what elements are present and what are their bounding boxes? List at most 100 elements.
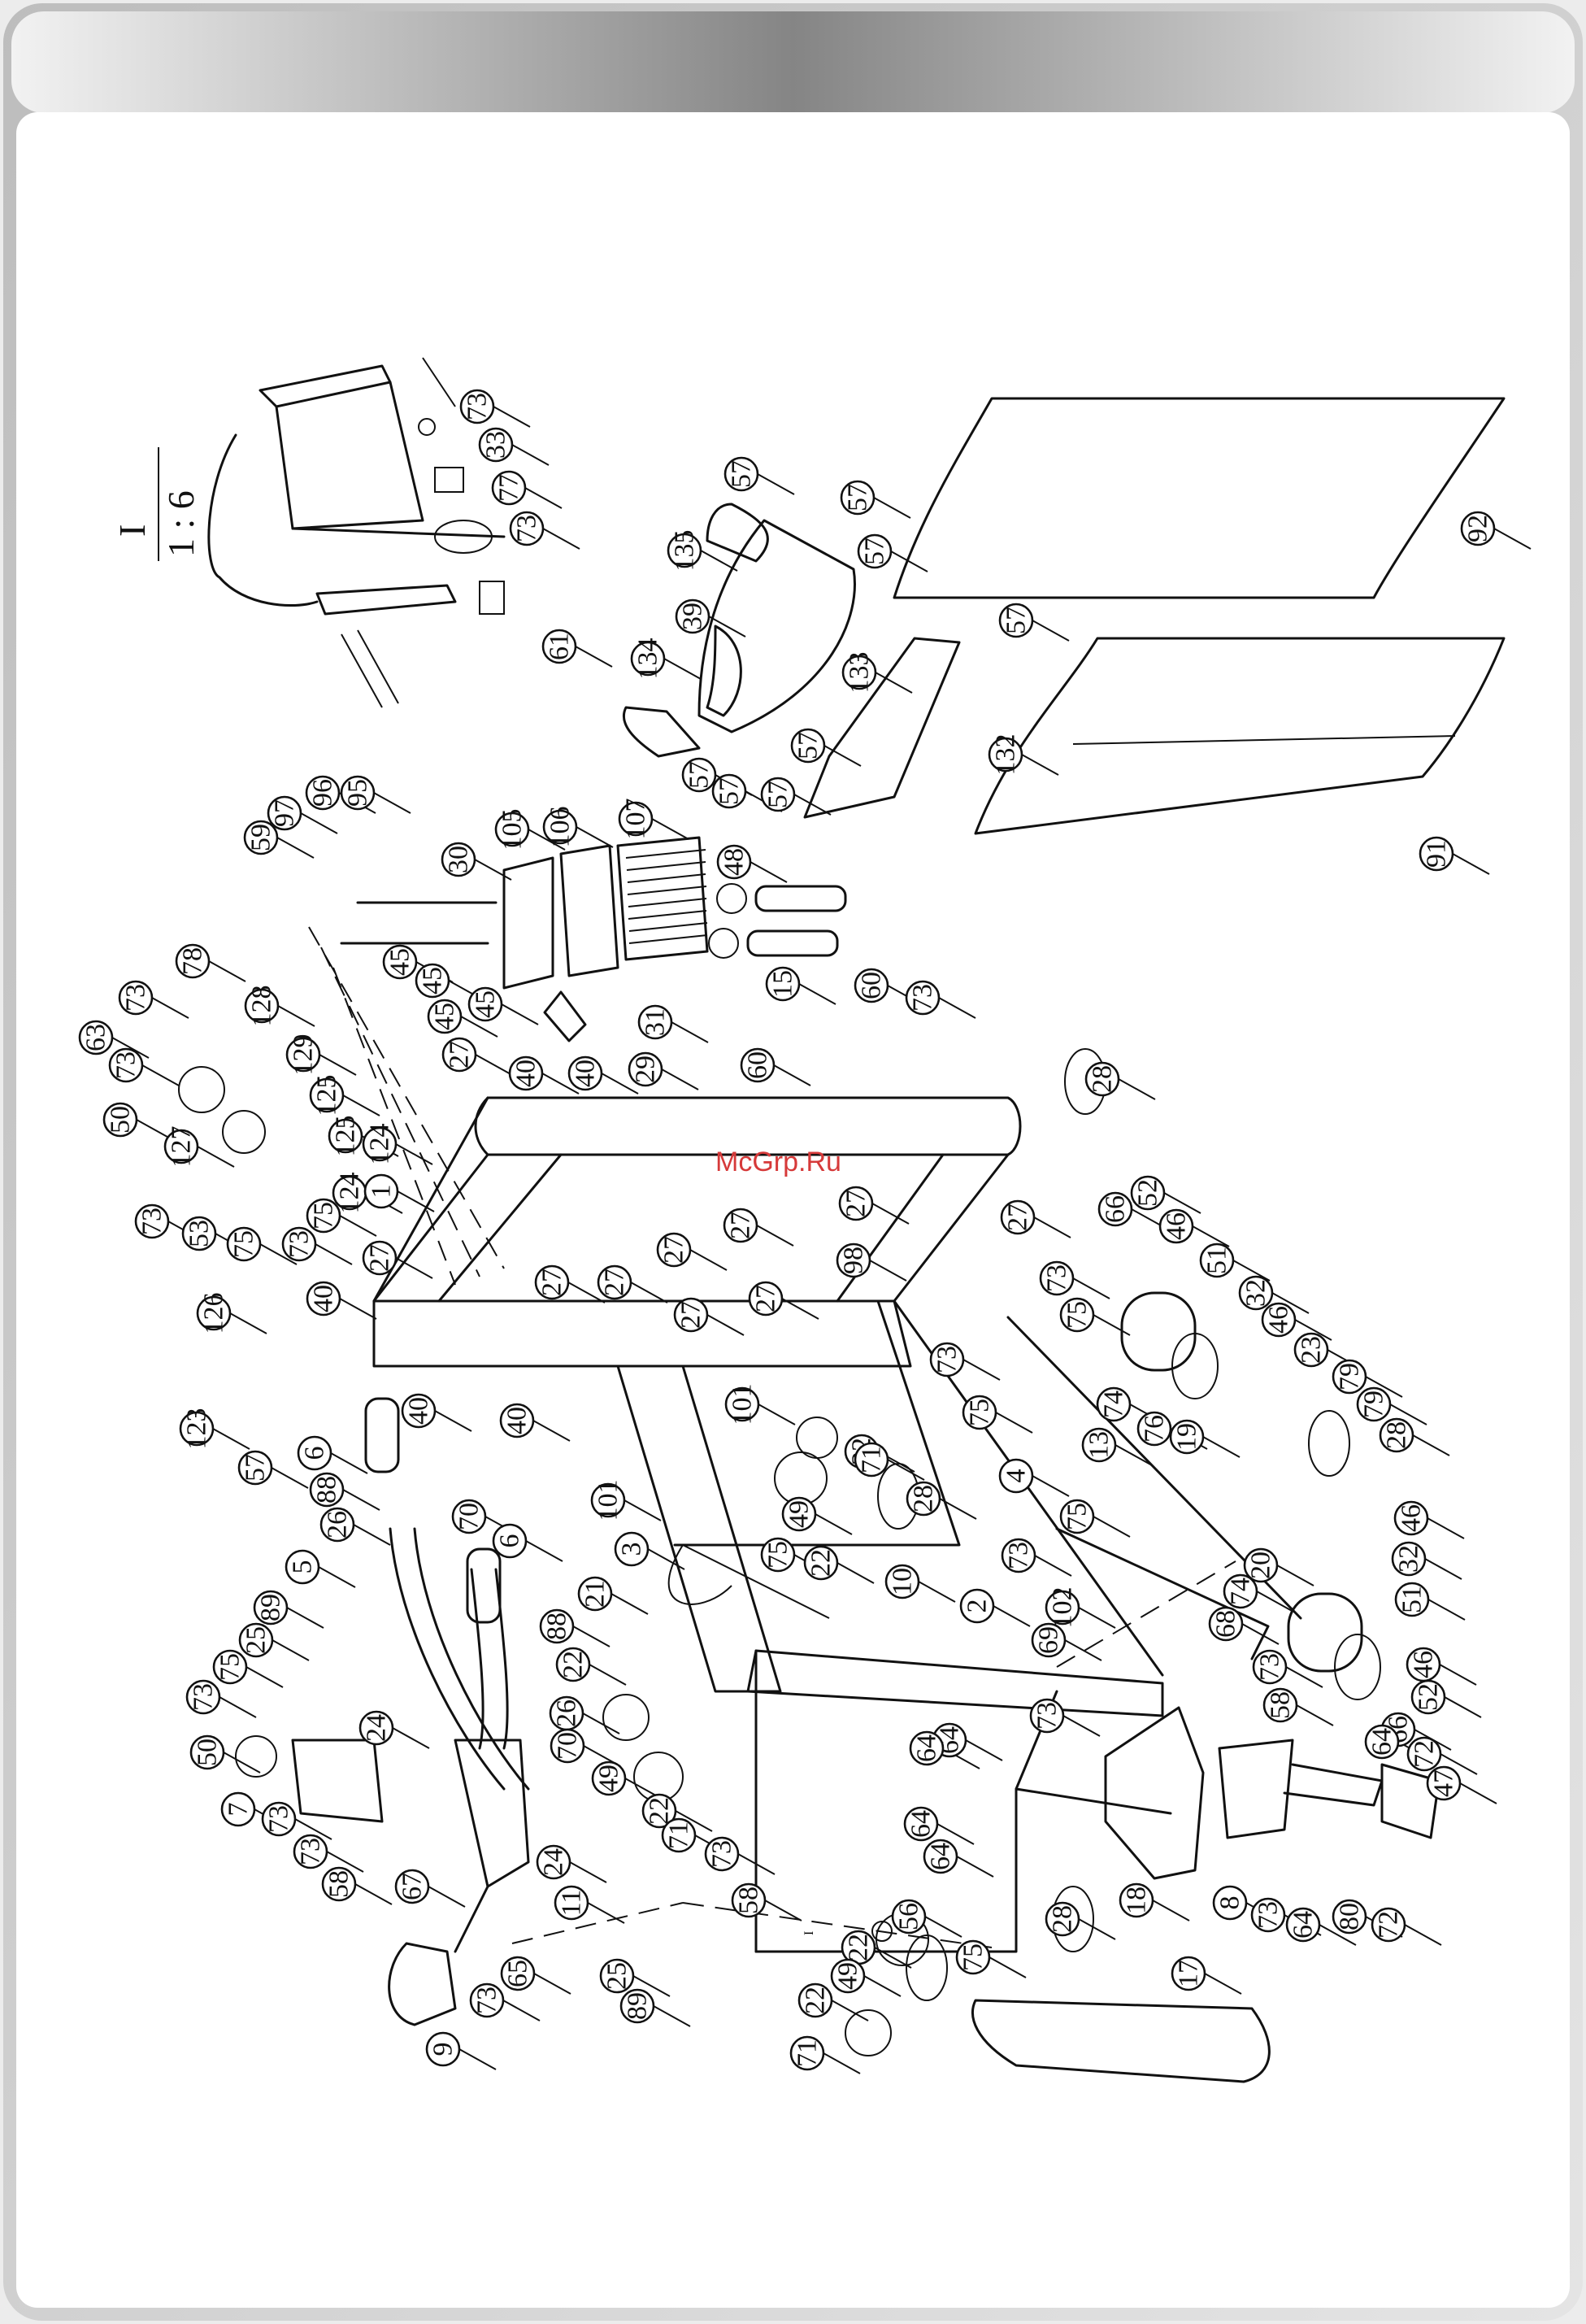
part-callout-40: 40 [401, 1393, 437, 1429]
callout-number: 27 [537, 1269, 567, 1296]
callout-circle [297, 1435, 332, 1471]
callout-number: 57 [1002, 607, 1032, 634]
part-callout-76: 76 [1136, 1411, 1172, 1447]
callout-circle [599, 1958, 635, 1994]
leader-line [428, 1886, 466, 1908]
leader-line [823, 745, 862, 767]
callout-number: 45 [430, 1003, 460, 1030]
leader-line [524, 487, 563, 509]
callout-circle [441, 842, 476, 877]
callout-circle [1059, 1499, 1095, 1534]
callout-circle [597, 1264, 632, 1300]
part-callout-73: 73 [1001, 1538, 1036, 1573]
callout-circle [591, 1760, 627, 1796]
part-callout-72: 72 [1371, 1907, 1406, 1943]
callout-number: 133 [845, 652, 875, 694]
leader-line [315, 1243, 353, 1265]
leader-line [651, 818, 689, 840]
leader-line [1115, 1444, 1153, 1466]
part-callout-79: 79 [1356, 1386, 1392, 1422]
callout-number: 10 [888, 1568, 918, 1595]
leader-line [208, 960, 246, 982]
part-callout-77: 77 [491, 470, 527, 506]
part-callout-73: 73 [134, 1203, 170, 1239]
part-callout-48: 48 [716, 844, 752, 880]
part-callout-59: 59 [243, 820, 279, 855]
callout-circle [1426, 1765, 1462, 1801]
part-callout-27: 27 [534, 1264, 570, 1300]
leader-line [259, 1243, 298, 1265]
part-callout-23: 23 [1293, 1332, 1329, 1368]
leader-line [354, 1883, 393, 1905]
callout-number: 127 [167, 1126, 197, 1168]
part-callout-57: 57 [998, 603, 1034, 638]
callout-number: 24 [539, 1848, 569, 1876]
part-callout-132: 132 [988, 734, 1023, 776]
callout-number: 59 [246, 824, 276, 851]
callout-circle [1419, 836, 1454, 872]
leader-line [532, 1420, 571, 1442]
part-callout-27: 27 [1000, 1199, 1036, 1235]
part-callout-5: 5 [285, 1549, 320, 1585]
leader-line [271, 1467, 309, 1489]
detail-scale-label: I 1 : 6 [111, 447, 202, 561]
callout-number: 22 [844, 1934, 874, 1961]
callout-circle [261, 1801, 297, 1837]
leader-line [1033, 1216, 1071, 1238]
leader-line [1072, 1277, 1110, 1299]
part-callout-25: 25 [238, 1622, 274, 1658]
callout-number: 45 [418, 967, 448, 994]
callout-number: 68 [1211, 1610, 1241, 1638]
leader-line [212, 1428, 250, 1450]
callout-number: 50 [106, 1106, 136, 1134]
callout-circle [509, 511, 545, 546]
callout-number: 4 [1002, 1469, 1032, 1483]
callout-number: 57 [793, 732, 823, 759]
leader-line [528, 829, 566, 851]
callout-circle [962, 1395, 997, 1430]
leader-line [1294, 1319, 1332, 1341]
callout-number: 73 [1255, 1653, 1285, 1681]
callout-circle [1364, 1724, 1400, 1760]
part-callout-98: 98 [836, 1243, 871, 1278]
callout-number: 80 [1335, 1903, 1365, 1930]
part-callout-71: 71 [661, 1817, 697, 1853]
part-callout-27: 27 [441, 1037, 477, 1073]
callout-circle [959, 1588, 995, 1624]
callout-circle [1332, 1899, 1367, 1934]
callout-number: 6 [300, 1447, 330, 1460]
callout-circle [618, 801, 654, 837]
part-callout-24: 24 [536, 1844, 571, 1880]
part-callout-52: 52 [1130, 1175, 1166, 1211]
callout-circle [226, 1226, 262, 1262]
leader-line [1192, 1225, 1230, 1247]
leader-line [141, 1064, 180, 1086]
callout-circle [1000, 1199, 1036, 1235]
callout-number: 129 [289, 1034, 319, 1076]
part-callout-73: 73 [929, 1342, 965, 1377]
callout-circle [857, 533, 893, 569]
part-callout-49: 49 [781, 1496, 817, 1532]
part-callout-57: 57 [840, 480, 876, 516]
leader-line [1204, 1973, 1242, 1995]
part-callout-58: 58 [731, 1882, 767, 1918]
part-callout-27: 27 [673, 1297, 709, 1333]
callout-circle [459, 389, 495, 424]
leader-line [575, 646, 613, 668]
callout-circle [78, 1020, 114, 1055]
callout-number: 22 [801, 1987, 831, 2014]
part-callout-69: 69 [1031, 1622, 1067, 1658]
part-callout-123: 123 [179, 1408, 215, 1450]
callout-circle [508, 1055, 544, 1091]
leader-line [836, 1562, 875, 1584]
part-callout-75: 75 [212, 1649, 248, 1685]
part-callout-95: 95 [340, 775, 376, 811]
callout-number: 46 [1264, 1306, 1294, 1334]
callout-circle [1158, 1208, 1194, 1244]
callout-number: 75 [965, 1399, 995, 1426]
callout-circle [988, 737, 1023, 772]
callout-circle [1199, 1243, 1235, 1278]
callout-number: 22 [558, 1651, 589, 1678]
callout-circle [293, 1834, 328, 1869]
callout-circle [362, 1240, 398, 1276]
